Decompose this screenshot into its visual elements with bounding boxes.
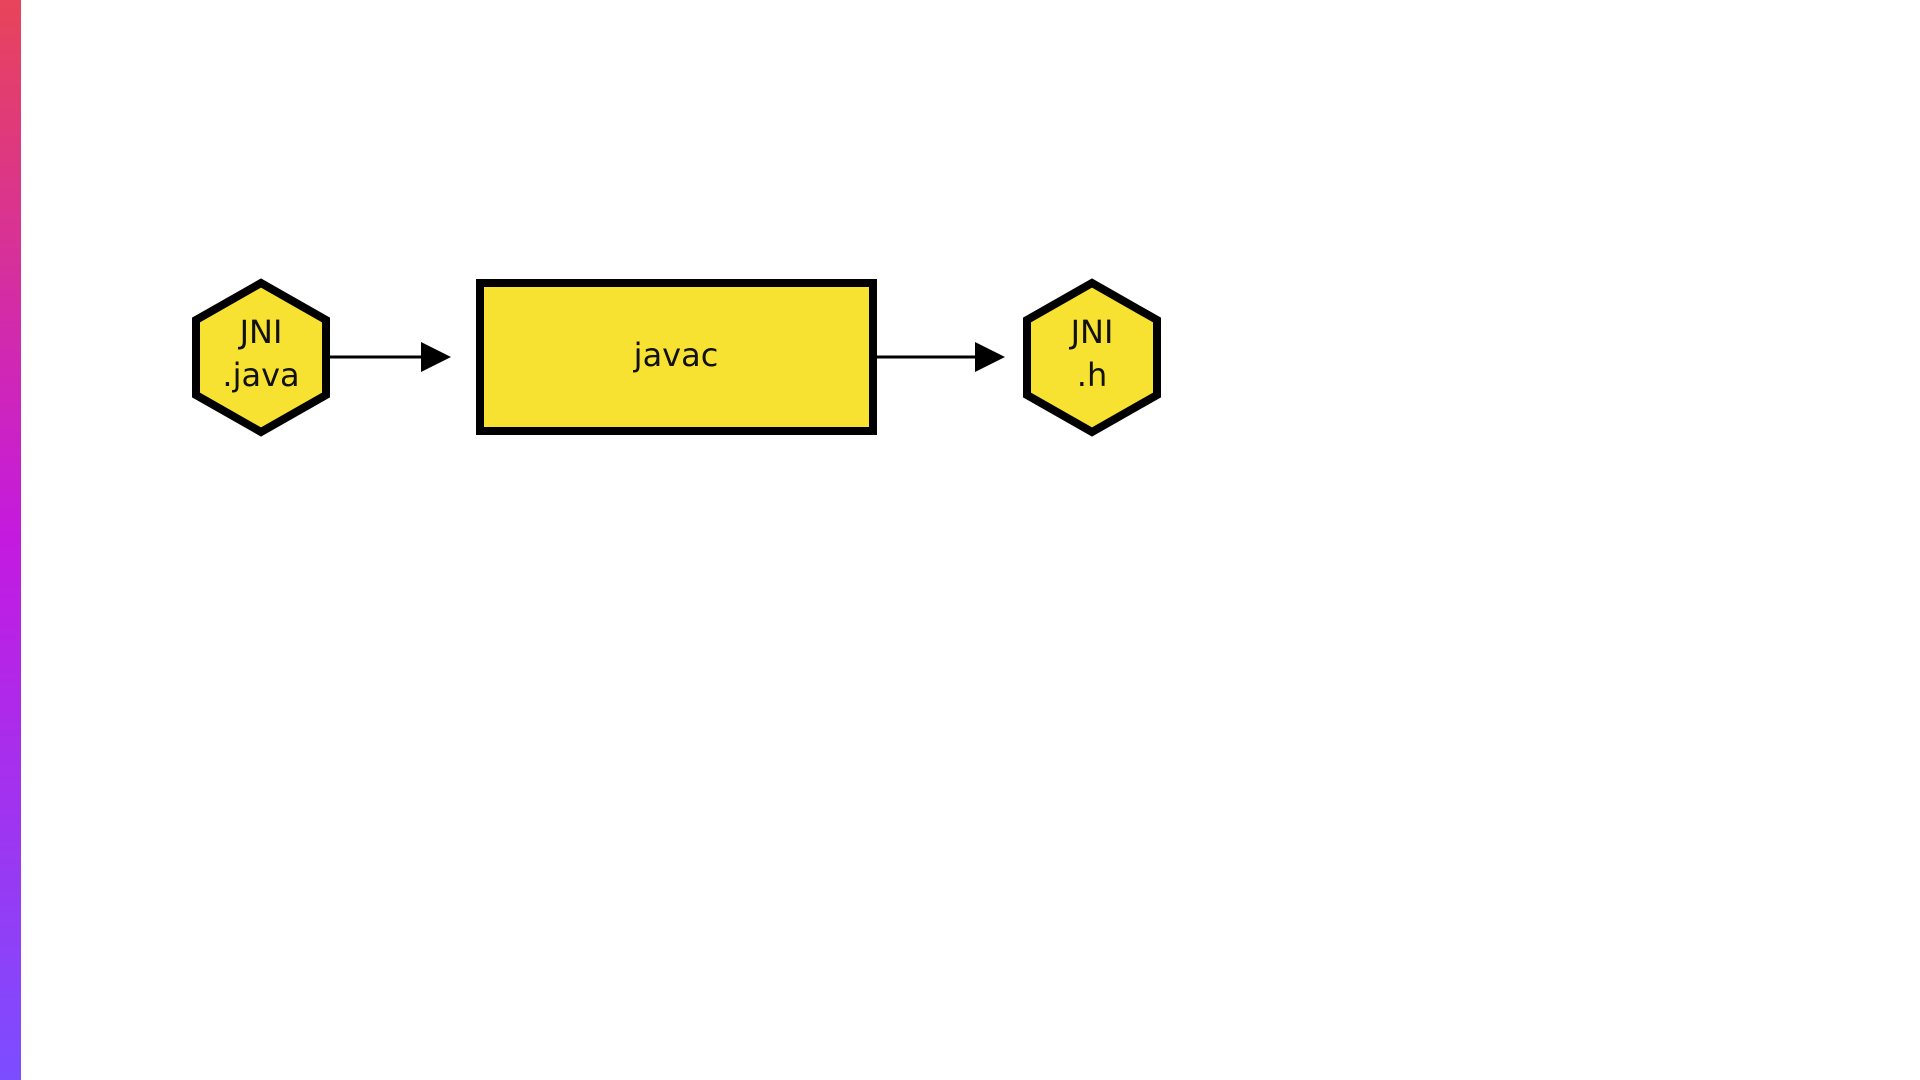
hexagon-shape	[192, 278, 330, 437]
node-javac-label: javac	[633, 336, 719, 374]
node-javac: javac	[476, 279, 877, 435]
node-jni-java: JNI .java	[192, 278, 330, 437]
node-jni-h: JNI .h	[1023, 278, 1161, 437]
accent-bar	[0, 0, 21, 1080]
node-jni-java-line2: .java	[222, 356, 299, 394]
node-jni-java-line1: JNI	[238, 313, 283, 351]
node-jni-h-line1: JNI	[1069, 313, 1114, 351]
hexagon-shape	[1023, 278, 1161, 437]
rectangle-shape	[476, 279, 877, 435]
node-jni-h-line2: .h	[1077, 356, 1107, 394]
